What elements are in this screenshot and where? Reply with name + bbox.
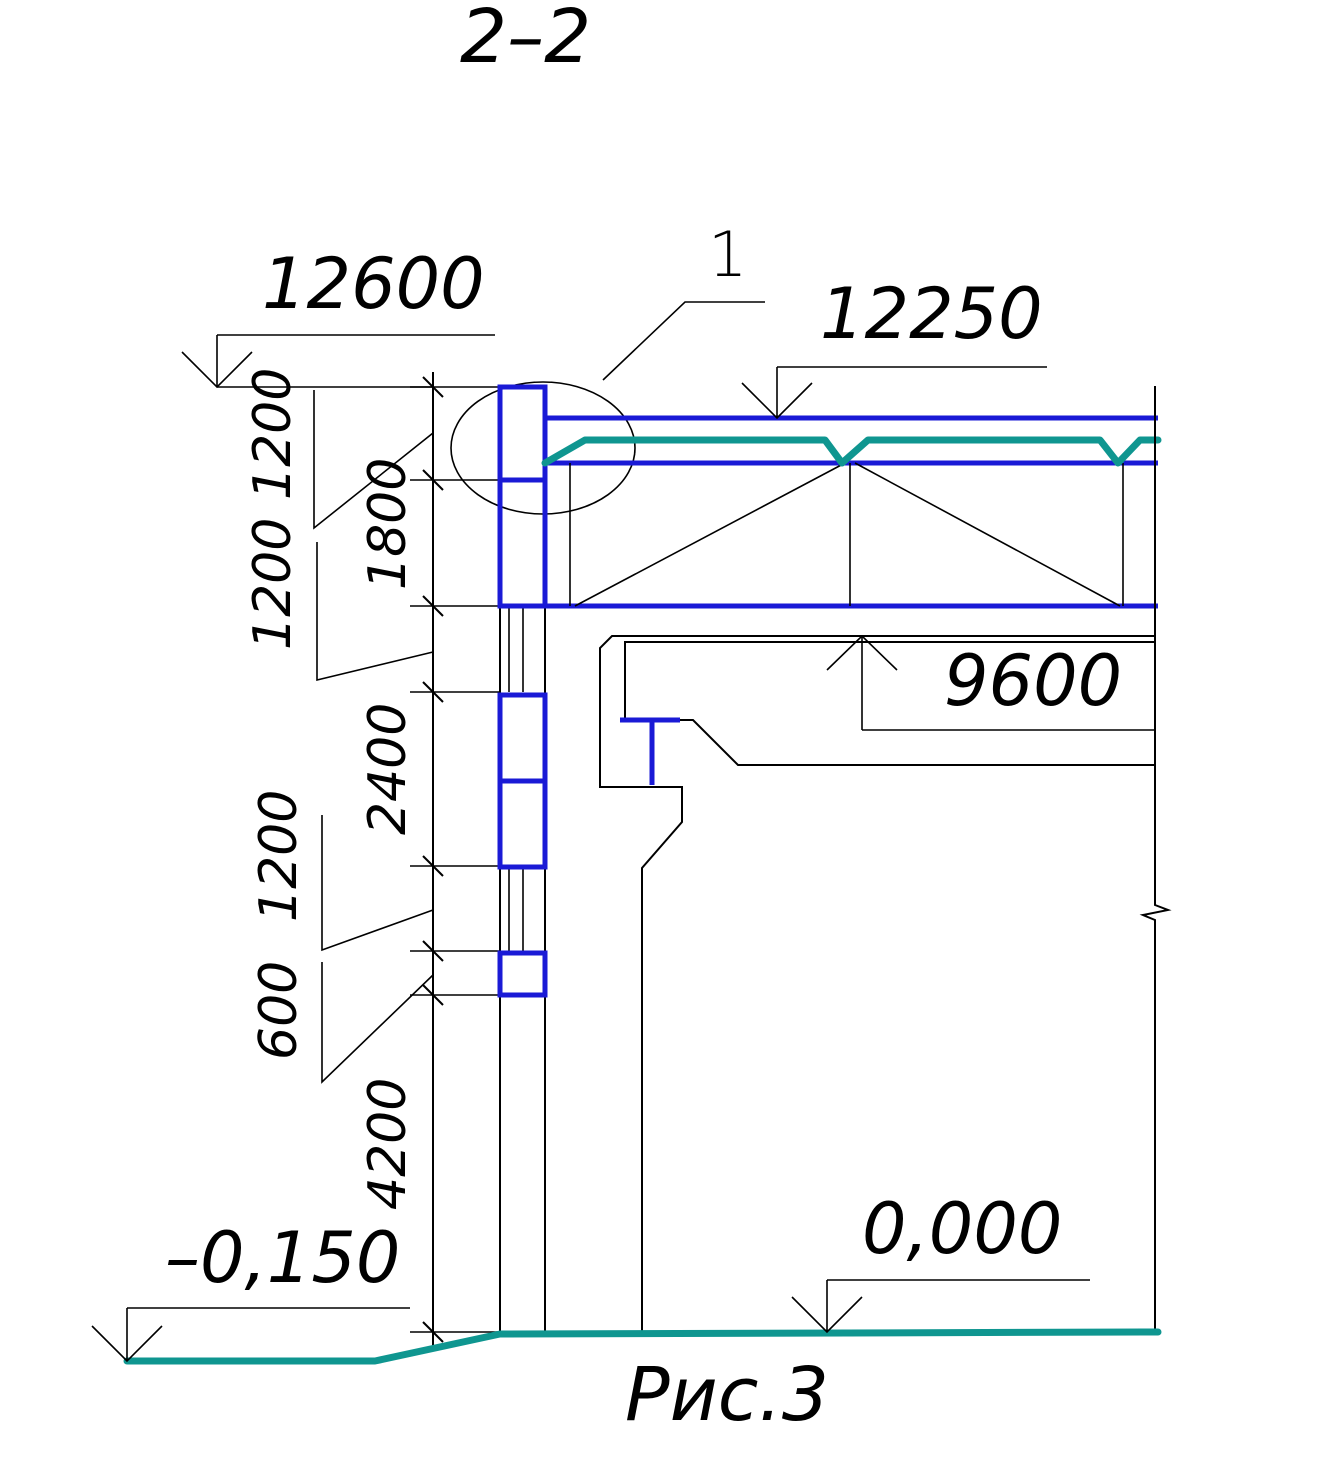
dim-1800: 1800 <box>358 458 418 590</box>
dim-1200-b: 1200 <box>243 518 303 650</box>
elevation-9600-label: 9600 <box>944 640 1122 722</box>
leader-600 <box>321 962 434 1084</box>
roof-covering <box>541 436 1162 467</box>
elevation-mark-minus-0150: –0,150 <box>91 1217 410 1363</box>
leader-1200-c <box>321 815 434 952</box>
detail-number: 1 <box>708 218 747 291</box>
vertical-dimension-chain <box>410 372 500 1350</box>
dim-4200: 4200 <box>358 1078 418 1210</box>
section-label: 2–2 <box>460 0 591 80</box>
dim-1200-c: 1200 <box>249 790 309 922</box>
elevation-mark-12600: 12600 <box>181 243 495 389</box>
elevation-mark-12250: 12250 <box>741 273 1047 420</box>
elevation-12600-label: 12600 <box>262 243 485 325</box>
dim-600: 600 <box>249 961 309 1060</box>
column-outline <box>499 606 546 1332</box>
elevation-12250-label: 12250 <box>820 273 1043 355</box>
dim-2400: 2400 <box>358 703 418 835</box>
crane-beam <box>599 635 1155 1332</box>
elevation-mark-0000: 0,000 <box>791 1188 1090 1334</box>
elevation-minus-0150-label: –0,150 <box>165 1217 400 1299</box>
break-line <box>1139 386 1172 1332</box>
leader-1200-a <box>313 390 434 530</box>
leader-1200-b <box>316 542 434 682</box>
dim-1200-a: 1200 <box>243 368 303 500</box>
elevation-0000-label: 0,000 <box>862 1188 1062 1270</box>
figure-caption: Рис.3 <box>625 1352 829 1438</box>
roof-truss <box>500 415 1158 609</box>
elevation-mark-9600: 9600 <box>826 634 1155 731</box>
ground-line <box>123 1328 1162 1365</box>
